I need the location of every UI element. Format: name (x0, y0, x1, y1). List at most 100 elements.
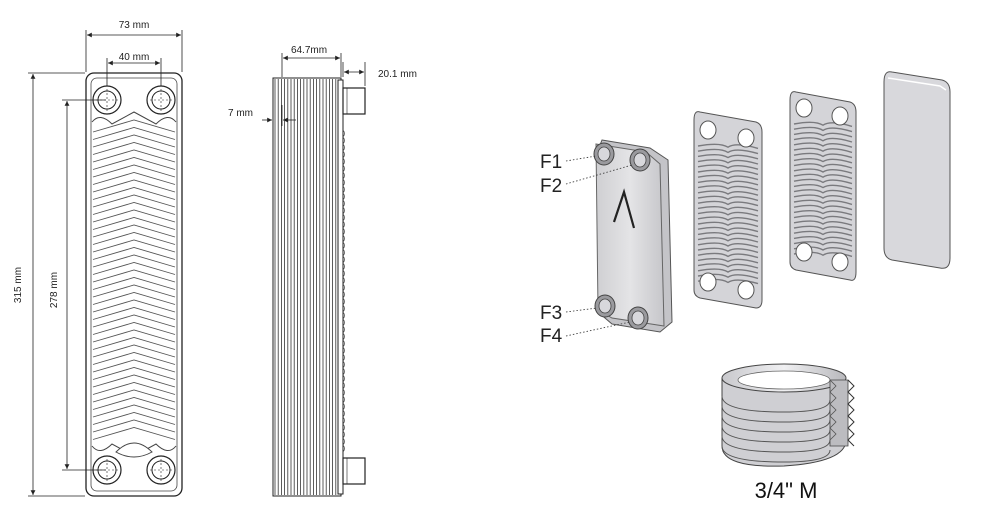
chevron-line (92, 254, 176, 268)
side-connection-bottom (342, 457, 366, 485)
front-plate-inner (90, 77, 178, 492)
dim-label-overall-height: 315 mm (13, 267, 24, 303)
side-edge-bump (342, 248, 345, 257)
plate-rib (697, 179, 759, 186)
thread-ring (721, 395, 831, 413)
side-edge-bump (342, 416, 345, 425)
plate-rib (697, 226, 759, 233)
plate-rib (793, 142, 853, 148)
plate-rib (793, 194, 853, 200)
threaded-connection (721, 363, 855, 467)
side-edge-bump (342, 290, 345, 299)
plate-rib (793, 235, 853, 242)
side-edge-bump (342, 360, 345, 369)
plate-rib (697, 242, 759, 248)
chevron-line (92, 127, 176, 140)
thread-ring (721, 405, 831, 423)
chevron-line (92, 224, 176, 238)
side-edge-bump (342, 178, 345, 187)
side-edge-bump (342, 283, 345, 292)
plate-rib (697, 190, 759, 196)
front-cover-plate (593, 139, 673, 333)
thread-ring (721, 415, 831, 433)
side-edge-bump (342, 430, 345, 439)
side-edge-bump (342, 297, 345, 306)
chevron-line (92, 202, 176, 215)
plate-rib (697, 159, 759, 165)
back-cover-plate (883, 71, 951, 269)
dim-label-depth: 64.7mm (291, 45, 327, 56)
dim-overall-width (85, 30, 183, 72)
plate-1-ribs (697, 143, 759, 285)
side-edge-bump (342, 304, 345, 313)
chevron-line (92, 142, 176, 155)
dim-port-spacing (106, 58, 162, 86)
front-view: 73 mm 40 mm 315 mm 278 mm (13, 20, 183, 497)
chevron-line (92, 404, 176, 418)
plate-rib (793, 241, 853, 247)
side-edge-bump (342, 213, 345, 222)
dim-depth (281, 53, 342, 77)
front-plate-outline (85, 72, 183, 497)
chevron-line (92, 187, 176, 200)
side-edge-bump (342, 402, 345, 411)
bottom-gasket-lobe (115, 442, 153, 458)
chevron-line (92, 419, 176, 433)
chevron-line (92, 194, 176, 208)
chevron-line (92, 344, 176, 358)
front-port-top-right (146, 85, 176, 115)
side-edge-bump (342, 192, 345, 201)
side-edge-bump (342, 388, 345, 397)
side-end-plate (337, 79, 344, 495)
side-edge-bump (342, 311, 345, 320)
side-edge-bump (342, 241, 345, 250)
chevron-pattern (92, 119, 176, 440)
top-distribution-area (91, 111, 177, 125)
plate-rib (697, 148, 759, 155)
chevron-line (92, 284, 176, 298)
plate-rib (697, 252, 759, 259)
port-f4 (627, 306, 649, 330)
side-edge-bump (342, 185, 345, 194)
dim-overall-height (28, 72, 85, 497)
chevron-line (92, 374, 176, 388)
plate-rib (793, 173, 853, 180)
chevron-line (92, 157, 176, 170)
side-edge-bump (342, 206, 345, 215)
chevron-line (92, 239, 176, 253)
plate-rib (697, 153, 759, 160)
plate-rib (697, 205, 759, 212)
side-plate-stack (274, 79, 337, 495)
chevron-line (92, 134, 176, 148)
side-edge-bump (342, 150, 345, 159)
port-label-f4: F4 (540, 326, 563, 347)
chevron-line (92, 172, 176, 185)
plate-rib (697, 185, 759, 191)
side-edge-bump (342, 444, 345, 453)
plate-rib (793, 183, 853, 190)
exploded-view: F1 F2 F3 F4 (540, 71, 951, 503)
side-edge-bump (342, 367, 345, 376)
chevron-line (92, 412, 176, 425)
plate-rib (697, 216, 759, 222)
port-label-f1: F1 (540, 152, 562, 173)
plate-rib (793, 189, 853, 195)
direction-arrow-icon (612, 188, 636, 229)
side-edge-bump (342, 129, 345, 138)
corrugated-plate-2 (789, 91, 857, 281)
chevron-line (92, 277, 176, 290)
side-edge-bump (342, 395, 345, 404)
plate-rib (793, 204, 853, 211)
chevron-line (92, 164, 176, 178)
side-edge-bump (342, 346, 345, 355)
chevron-line (92, 149, 176, 163)
plate-rib (793, 126, 853, 133)
plate-rib (793, 152, 853, 159)
port-leader-lines (565, 155, 633, 337)
port-f3 (594, 294, 616, 318)
chevron-line (92, 352, 176, 365)
dim-label-port-height: 278 mm (49, 272, 60, 308)
side-edge-bump (342, 276, 345, 285)
side-edge-bump (342, 220, 345, 229)
plate-rib (793, 147, 853, 154)
